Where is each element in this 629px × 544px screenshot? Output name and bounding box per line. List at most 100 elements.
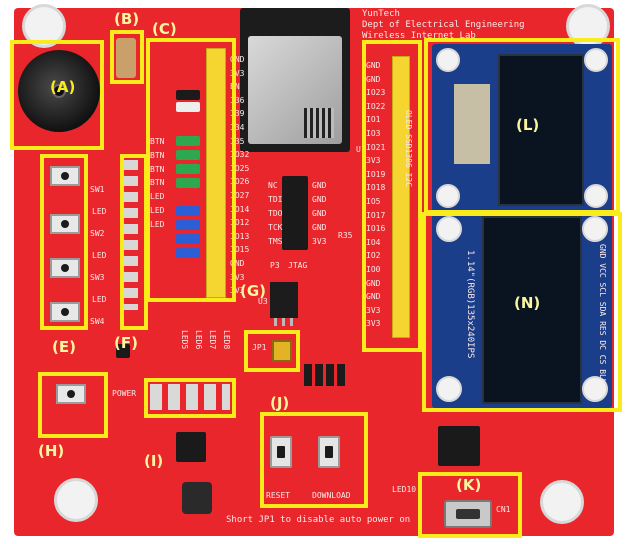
switch-label: SW4 xyxy=(90,317,105,326)
oled-hole-2 xyxy=(584,48,608,72)
left-tag-label: BTN xyxy=(150,150,165,160)
jtag-right-label: GND xyxy=(312,209,327,218)
jtag-left-label: NC xyxy=(268,181,278,190)
jp1-jumper[interactable] xyxy=(272,340,292,362)
download-label: DOWNLOAD xyxy=(312,491,351,500)
jumper-blue-4[interactable] xyxy=(176,248,200,258)
jp1-label: JP1 xyxy=(252,343,267,352)
tft-hole-1 xyxy=(436,216,462,242)
r35-label: R35 xyxy=(338,231,353,240)
header-d-pin-label: IO17 xyxy=(366,210,386,220)
label-c: (C) xyxy=(152,20,177,38)
jtag-right-label: GND xyxy=(312,223,327,232)
usb-uart-chip xyxy=(438,426,480,466)
led-row-label: LED7 xyxy=(208,330,217,350)
led10-label: LED10 xyxy=(392,485,417,494)
chip-u2 xyxy=(176,432,206,462)
jumper-blue-2[interactable] xyxy=(176,220,200,230)
jumper-black[interactable] xyxy=(176,90,200,100)
led-label: LED xyxy=(92,207,107,216)
jtag-left-label: TMS xyxy=(268,237,283,246)
switch-4[interactable] xyxy=(50,302,80,322)
power-header xyxy=(304,364,348,386)
header-d-pin-label: IO4 xyxy=(366,237,381,247)
download-button[interactable] xyxy=(318,436,340,468)
header-c-pin-label: 3V3 xyxy=(230,272,245,282)
led-row-label: LED8 xyxy=(222,330,231,350)
annotation-box-k xyxy=(418,472,522,538)
jumper-blue-1[interactable] xyxy=(176,206,200,216)
reset-button[interactable] xyxy=(270,436,292,468)
light-sensor xyxy=(116,38,136,78)
jumper-blue-3[interactable] xyxy=(176,234,200,244)
label-i: (I) xyxy=(144,452,164,470)
jtag-label: JTAG xyxy=(288,261,308,270)
annotation-box-g xyxy=(244,330,300,372)
header-c xyxy=(206,48,226,298)
annotation-box-a xyxy=(10,40,104,150)
jumper-white[interactable] xyxy=(176,102,200,112)
esp32-module xyxy=(240,8,350,152)
led-row xyxy=(150,384,230,410)
switch-3[interactable] xyxy=(50,258,80,278)
header-d-pin-label: IO21 xyxy=(366,142,386,152)
tft-hole-3 xyxy=(436,376,462,402)
label-f: (F) xyxy=(114,334,138,352)
potentiometer[interactable] xyxy=(18,50,100,132)
left-tag-label: LED xyxy=(150,219,165,229)
led-resistor-strip xyxy=(124,160,138,310)
jumper-green-3[interactable] xyxy=(176,164,200,174)
header-c-pin-label: IO26 xyxy=(230,177,250,187)
led-label: LED xyxy=(92,295,107,304)
label-k: (K) xyxy=(456,476,482,494)
footer-note: Short JP1 to disable auto power on xyxy=(226,515,411,525)
left-tag-label: BTN xyxy=(150,137,165,146)
label-l: (L) xyxy=(516,116,540,134)
annotation-box-e xyxy=(40,154,88,330)
dept-text: Dept of Electrical Engineering xyxy=(362,20,525,30)
voltage-regulator xyxy=(270,282,298,326)
label-h: (H) xyxy=(38,442,65,460)
label-n: (N) xyxy=(514,294,541,312)
jtag-right-label: GND xyxy=(312,181,327,190)
annotation-box-d xyxy=(362,40,422,352)
lab-text: Wireless Internet Lab xyxy=(362,31,476,41)
header-d-pin-label: IO23 xyxy=(366,88,386,98)
p3-label: P3 xyxy=(270,261,280,270)
annotation-box-n xyxy=(422,212,622,412)
potentiometer-shaft xyxy=(52,84,66,98)
jtag-header xyxy=(282,176,308,250)
header-d-pin-label: IO0 xyxy=(366,265,381,274)
switch-1[interactable] xyxy=(50,166,80,186)
oled-hole-3 xyxy=(436,184,460,208)
annotation-box-f xyxy=(120,154,148,330)
u3-label: U3 xyxy=(258,297,268,306)
switch-2[interactable] xyxy=(50,214,80,234)
jumper-green-1[interactable] xyxy=(176,136,200,146)
oled-module xyxy=(432,44,612,212)
header-c-pin-label: GND xyxy=(230,55,245,64)
jumper-green-4[interactable] xyxy=(176,178,200,188)
mounting-hole-bottom-left xyxy=(54,478,98,522)
jtag-left-label: TDI xyxy=(268,195,283,204)
oled-hole-4 xyxy=(584,184,608,208)
usb-connector[interactable] xyxy=(444,500,492,528)
left-tag-label: BTN xyxy=(150,164,165,174)
jumper-green-2[interactable] xyxy=(176,150,200,160)
led-label: LED xyxy=(92,251,107,260)
inductor xyxy=(182,482,212,514)
header-d-pin-label: GND xyxy=(366,292,381,302)
jtag-left-label: TCK xyxy=(268,223,283,232)
button-h[interactable] xyxy=(56,384,86,404)
header-c-pin-label: IO14 xyxy=(230,204,250,214)
header-c-pin-label: IO32 xyxy=(230,150,250,160)
label-g: (G) xyxy=(240,282,267,300)
oled-screen xyxy=(498,54,584,206)
label-e: (E) xyxy=(52,338,76,356)
header-c-pin-label: I34 xyxy=(230,123,245,132)
label-j: (J) xyxy=(270,394,290,412)
switch-label: SW3 xyxy=(90,273,105,282)
header-d-pin-label: 3V3 xyxy=(366,156,381,166)
led-row-label: LED6 xyxy=(194,330,203,350)
cn1-label: CN1 xyxy=(496,505,511,514)
